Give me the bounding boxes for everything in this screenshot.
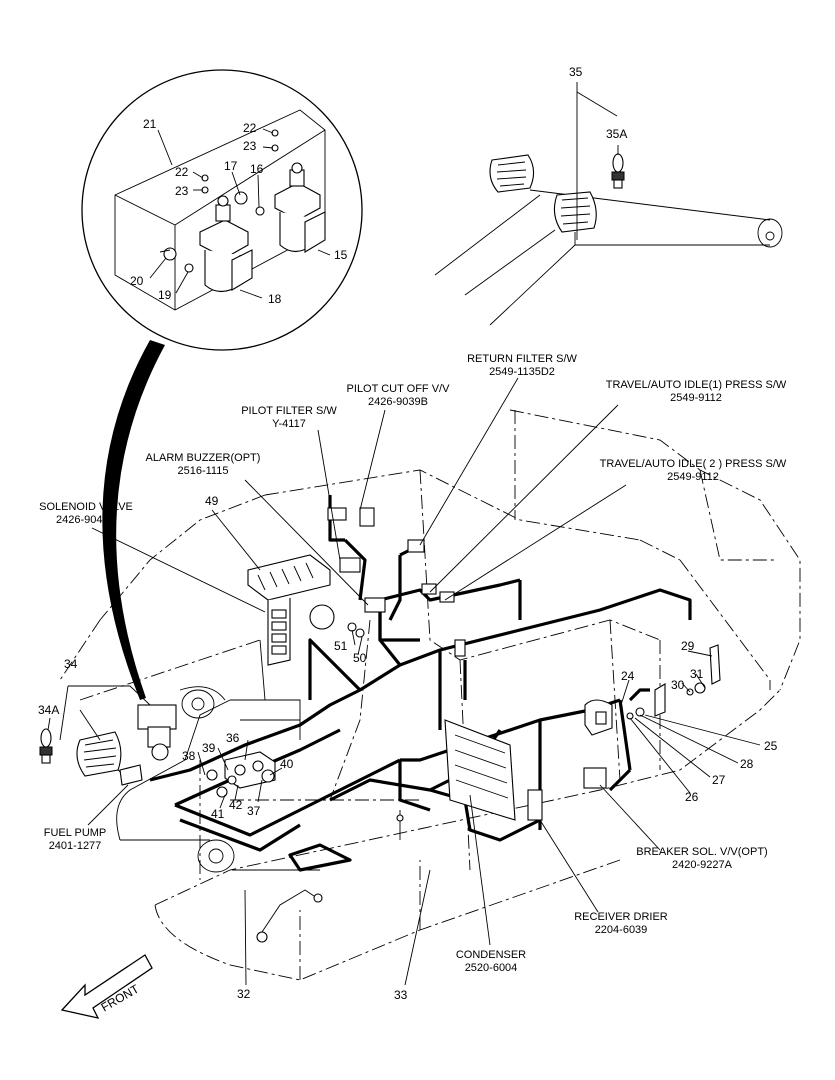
machine-frame [59,409,801,981]
callout-23a: 23 [243,139,257,153]
pilot-cut-off-name: PILOT CUT OFF V/V [347,383,451,395]
callout-15: 15 [334,248,348,262]
breaker-sol-code: 2420-9227A [672,859,733,871]
callout-49: 49 [205,494,219,508]
condenser-code: 2520-6004 [465,962,518,974]
callout-27: 27 [712,773,726,787]
front-label: FRONT [99,981,142,1014]
callout-33: 33 [394,988,408,1002]
callout-51: 51 [334,639,348,653]
front-direction-indicator: FRONT [60,954,153,1019]
fuel-pump [119,764,143,786]
callout-31: 31 [690,667,704,681]
solenoid-valve [137,704,177,761]
pilot-cut-off-code: 2426-9039B [368,396,428,408]
alarm-buzzer [309,604,335,630]
solenoid-valve-code: 2426-9040A [56,514,117,526]
pilot-filter-code: Y-4117 [272,418,306,430]
callout-39: 39 [202,741,216,755]
callout-41: 41 [211,807,225,821]
callout-28: 28 [740,757,754,771]
boom-lamp-view [434,82,783,326]
alarm-buzzer-name: ALARM BUZZER(OPT) [146,452,261,464]
callout-37: 37 [247,804,261,818]
fuel-pump-name: FUEL PUMP [44,827,107,839]
callout-36: 36 [226,731,240,745]
travel-idle-1-name: TRAVEL/AUTO IDLE(1) PRESS S/W [606,379,787,391]
callout-35: 35 [569,65,583,79]
callout-40: 40 [280,757,294,771]
callout-17: 17 [224,159,238,173]
detail-pointer-arrow [102,340,165,700]
callout-22a: 22 [243,121,257,135]
callout-19: 19 [158,288,172,302]
callout-21: 21 [143,117,157,131]
pilot-filter-name: PILOT FILTER S/W [241,405,337,417]
callout-23b: 23 [175,184,189,198]
condenser-name: CONDENSER [456,949,526,961]
breaker-sol-valve [583,767,607,789]
callout-26: 26 [685,790,699,804]
bracket [709,644,721,685]
callout-30: 30 [671,678,685,692]
relay-detail-view [81,69,363,351]
callout-42: 42 [229,798,243,812]
callout-29: 29 [681,639,695,653]
solenoid-valve-name: SOLENOID VALVE [39,501,133,513]
alarm-buzzer-code: 2516-1115 [178,465,229,477]
boom-work-lamp [76,731,126,777]
receiver-drier-code: 2204-6039 [595,924,648,936]
callout-38: 38 [182,749,196,763]
callout-numbers: 21 22 23 22 23 17 16 20 19 18 15 35 35A … [38,65,778,1002]
travel-idle-2-code: 2549-9112 [667,471,719,483]
fuel-pump-code: 2401-1277 [49,840,102,852]
callout-24: 24 [621,669,635,683]
leader-lines [47,377,761,986]
callout-22b: 22 [175,165,189,179]
return-filter-code: 2549-1135D2 [489,366,555,378]
travel-idle-2-name: TRAVEL/AUTO IDLE( 2 ) PRESS S/W [600,458,787,470]
travel-idle-1-code: 2549-9112 [670,392,722,404]
breaker-sol-name: BREAKER SOL. V/V(OPT) [636,846,767,858]
receiver-drier [527,789,543,821]
callout-32: 32 [237,987,251,1001]
lamp-bulb [39,728,53,764]
pressure-switches [327,507,466,657]
callout-18: 18 [268,292,282,306]
return-filter-name: RETURN FILTER S/W [467,353,577,365]
condenser [444,719,516,821]
callout-25: 25 [764,739,778,753]
callout-20: 20 [130,274,144,288]
component-labels: RETURN FILTER S/W 2549-1135D2 PILOT CUT … [39,353,787,974]
fuse-box [247,554,331,666]
pressure-switch-24 [584,699,613,736]
callout-34A: 34A [38,703,59,717]
callout-35A: 35A [606,127,627,141]
receiver-drier-name: RECEIVER DRIER [574,911,668,923]
solenoid-valve-block [206,751,276,798]
callout-34: 34 [64,657,78,671]
callout-50: 50 [353,651,367,665]
callout-16: 16 [250,162,264,176]
